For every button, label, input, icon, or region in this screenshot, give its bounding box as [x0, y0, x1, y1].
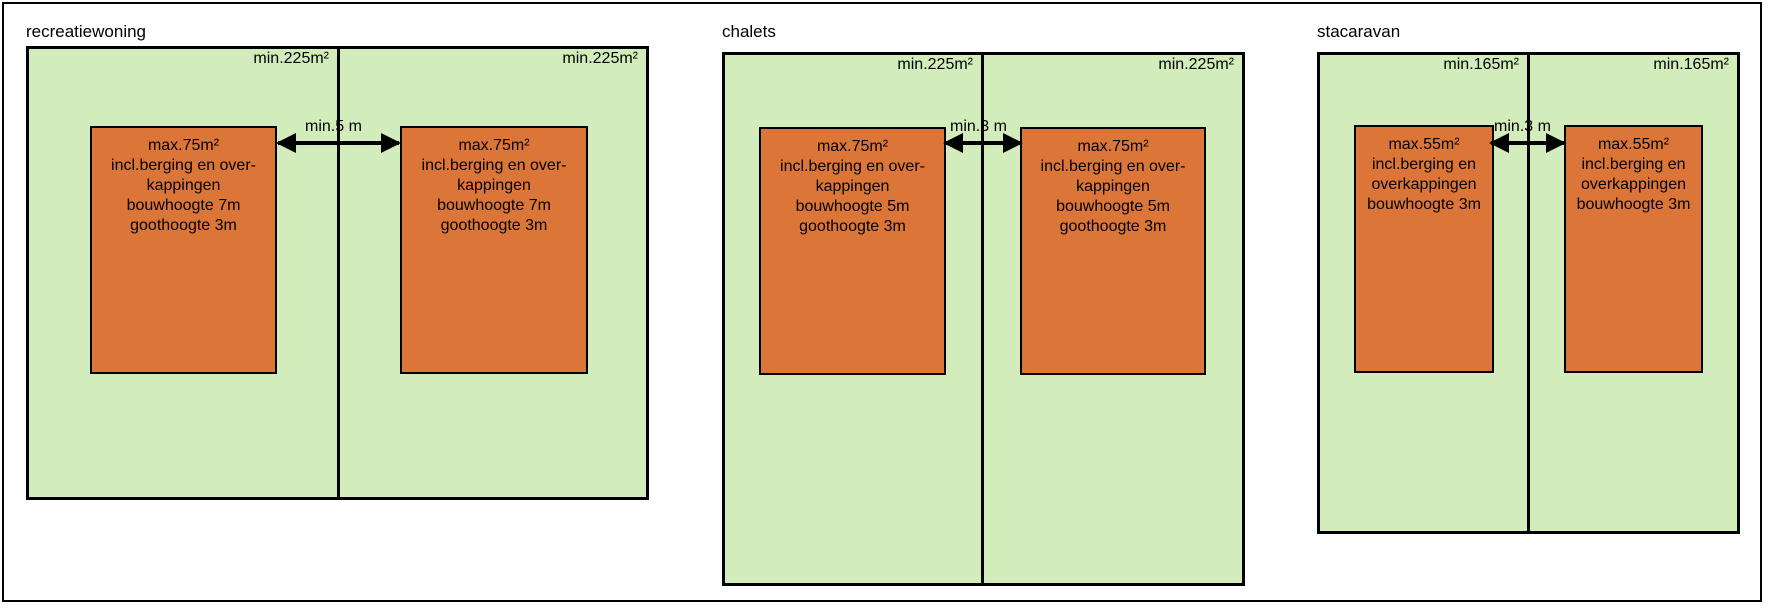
- plot-area-label: min.225m²: [562, 50, 638, 67]
- building-line: incl.berging en: [1581, 156, 1686, 173]
- plot-area-label: min.225m²: [253, 50, 329, 67]
- building-line: goothoogte 3m: [799, 218, 906, 235]
- distance-label-recreatiewoning: min.5 m: [305, 118, 362, 135]
- building-stacaravan-right: max.55m² incl.berging en overkappingen b…: [1564, 125, 1703, 373]
- plot-recreatiewoning-left: min.225m² max.75m² incl.berging en over-…: [26, 46, 340, 500]
- building-line: incl.berging en over-: [111, 157, 256, 174]
- building-line: bouwhoogte 5m: [795, 198, 910, 215]
- group-title-chalets: chalets: [722, 22, 776, 41]
- building-line: max.55m²: [1388, 136, 1460, 153]
- building-line: overkappingen: [1581, 176, 1686, 193]
- building-line: overkappingen: [1371, 176, 1477, 193]
- building-line: bouwhoogte 3m: [1367, 196, 1481, 213]
- plot-recreatiewoning-right: min.225m² max.75m² incl.berging en over-…: [337, 46, 649, 500]
- building-line: incl.berging en: [1371, 156, 1477, 173]
- building-stacaravan-left: max.55m² incl.berging en overkappingen b…: [1354, 125, 1494, 373]
- plot-chalets-left: min.225m² max.75m² incl.berging en over-…: [722, 52, 984, 586]
- distance-label-stacaravan: min.3 m: [1494, 118, 1551, 135]
- plot-area-label: min.165m²: [1653, 56, 1729, 73]
- building-line: kappingen: [815, 178, 890, 195]
- building-line: bouwhoogte 7m: [437, 197, 551, 214]
- building-line: max.75m²: [147, 137, 220, 154]
- building-line: bouwhoogte 7m: [126, 197, 241, 214]
- building-recreatiewoning-left: max.75m² incl.berging en over- kappingen…: [90, 126, 277, 374]
- building-line: max.75m²: [1077, 138, 1149, 155]
- plot-chalets-right: min.225m² max.75m² incl.berging en over-…: [981, 52, 1245, 586]
- building-line: incl.berging en over-: [421, 157, 567, 174]
- building-line: goothoogte 3m: [440, 217, 548, 234]
- plot-stacaravan-left: min.165m² max.55m² incl.berging en overk…: [1317, 52, 1530, 534]
- building-line: kappingen: [1076, 178, 1150, 195]
- plot-area-label: min.165m²: [1443, 56, 1519, 73]
- plot-stacaravan-right: min.165m² max.55m² incl.berging en overk…: [1527, 52, 1740, 534]
- building-chalets-right: max.75m² incl.berging en over- kappingen…: [1020, 127, 1206, 375]
- group-title-stacaravan: stacaravan: [1317, 22, 1401, 41]
- plot-area-label: min.225m²: [897, 56, 973, 73]
- building-line: kappingen: [146, 177, 221, 194]
- building-line: incl.berging en over-: [1040, 158, 1186, 175]
- building-line: goothoogte 3m: [1059, 218, 1167, 235]
- building-chalets-left: max.75m² incl.berging en over- kappingen…: [759, 127, 946, 375]
- building-line: goothoogte 3m: [130, 217, 237, 234]
- group-title-recreatiewoning: recreatiewoning: [26, 22, 147, 41]
- plot-area-label: min.225m²: [1158, 56, 1234, 73]
- building-recreatiewoning-right: max.75m² incl.berging en over- kappingen…: [400, 126, 588, 374]
- building-line: bouwhoogte 3m: [1576, 196, 1691, 213]
- building-line: max.75m²: [816, 138, 889, 155]
- building-line: kappingen: [457, 177, 531, 194]
- building-line: bouwhoogte 5m: [1056, 198, 1170, 215]
- building-line: max.75m²: [458, 137, 530, 154]
- distance-label-chalets: min.3 m: [950, 118, 1007, 135]
- building-line: incl.berging en over-: [780, 158, 925, 175]
- building-line: max.55m²: [1597, 136, 1670, 153]
